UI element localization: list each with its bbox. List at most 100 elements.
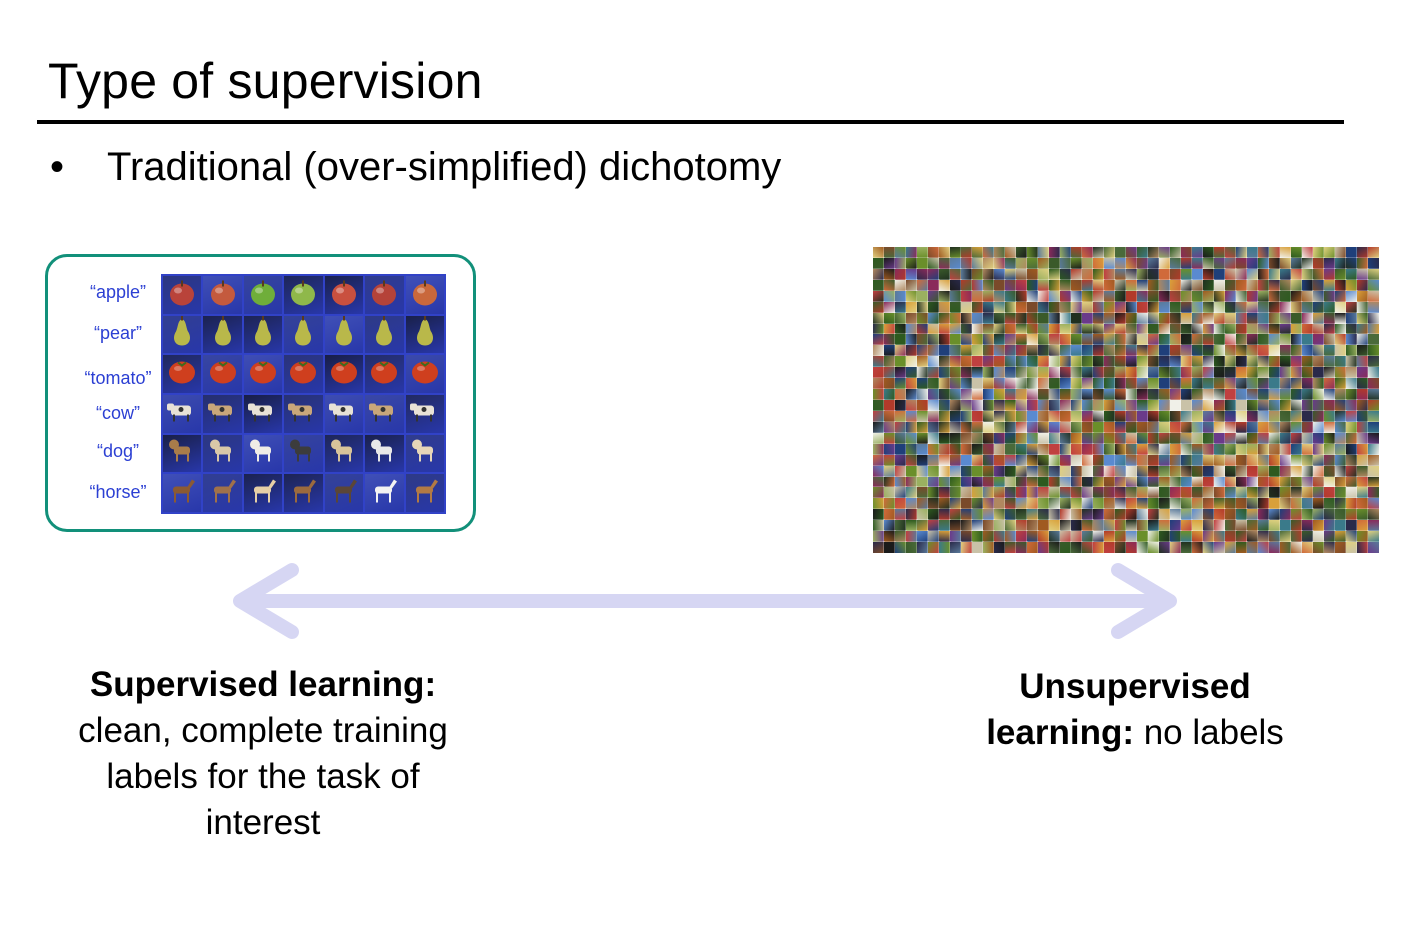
- mosaic-thumbnail: [1345, 311, 1358, 325]
- mosaic-thumbnail: [1213, 409, 1226, 423]
- mosaic-thumbnail: [1367, 399, 1379, 412]
- mosaic-thumbnail: [1147, 409, 1160, 423]
- mosaic-thumbnail: [873, 355, 885, 369]
- mosaic-thumbnail: [1224, 247, 1237, 259]
- mosaic-thumbnail: [1059, 366, 1072, 380]
- mosaic-thumbnail: [1202, 420, 1215, 434]
- mosaic-thumbnail: [1136, 409, 1149, 423]
- mosaic-thumbnail: [1312, 497, 1325, 511]
- mosaic-thumbnail: [927, 530, 940, 544]
- mosaic-thumbnail: [1169, 377, 1182, 391]
- mosaic-thumbnail: [1125, 453, 1138, 467]
- mosaic-thumbnail: [1367, 453, 1379, 467]
- mosaic-thumbnail: [1114, 366, 1127, 380]
- mosaic-thumbnail: [1070, 256, 1083, 270]
- mosaic-thumbnail: [873, 311, 885, 325]
- mosaic-thumbnail: [971, 289, 984, 303]
- mosaic-thumbnail: [883, 388, 896, 401]
- mosaic-thumbnail: [1224, 475, 1237, 489]
- mosaic-thumbnail: [1037, 377, 1050, 391]
- tomato-icon: [369, 358, 399, 391]
- mosaic-thumbnail: [1301, 508, 1314, 522]
- mosaic-thumbnail: [982, 475, 995, 489]
- mosaic-thumbnail: [916, 300, 929, 314]
- mosaic-thumbnail: [1037, 399, 1050, 412]
- mosaic-thumbnail: [1279, 267, 1292, 281]
- mosaic-thumbnail: [1125, 322, 1138, 336]
- mosaic-thumbnail: [905, 289, 918, 303]
- mosaic-thumbnail: [1345, 420, 1358, 434]
- mosaic-thumbnail: [1070, 486, 1083, 500]
- pear-icon: [211, 315, 235, 353]
- mosaic-thumbnail: [1323, 399, 1336, 412]
- mosaic-thumbnail: [1235, 355, 1248, 369]
- mosaic-thumbnail: [1081, 475, 1094, 489]
- mosaic-thumbnail: [1103, 453, 1116, 467]
- mosaic-thumbnail: [873, 267, 885, 281]
- mosaic-thumbnail: [1114, 420, 1127, 434]
- mosaic-thumbnail: [1257, 344, 1270, 358]
- mosaic-thumbnail: [1103, 300, 1116, 314]
- mosaic-thumbnail: [916, 399, 929, 412]
- mosaic-thumbnail: [1290, 464, 1303, 478]
- mosaic-thumbnail: [982, 344, 995, 358]
- mosaic-thumbnail: [1103, 247, 1116, 259]
- mosaic-thumbnail: [1191, 311, 1204, 325]
- mosaic-thumbnail: [1158, 409, 1171, 423]
- mosaic-thumbnail: [1114, 267, 1127, 281]
- mosaic-thumbnail: [1070, 289, 1083, 303]
- mosaic-thumbnail: [1213, 453, 1226, 467]
- mosaic-thumbnail: [1279, 344, 1292, 358]
- mosaic-thumbnail: [1048, 267, 1061, 281]
- bullet-text: Traditional (over-simplified) dichotomy: [107, 145, 782, 189]
- mosaic-thumbnail: [1136, 311, 1149, 325]
- mosaic-thumbnail: [1367, 256, 1379, 270]
- mosaic-thumbnail: [949, 519, 962, 533]
- mosaic-thumbnail: [1191, 333, 1204, 347]
- mosaic-thumbnail: [927, 486, 940, 500]
- mosaic-thumbnail: [905, 497, 918, 511]
- mosaic-thumbnail: [1048, 431, 1061, 445]
- mosaic-thumbnail: [1026, 322, 1039, 336]
- mosaic-thumbnail: [1037, 475, 1050, 489]
- mosaic-thumbnail: [1125, 247, 1138, 259]
- mosaic-thumbnail: [1323, 453, 1336, 467]
- mosaic-thumbnail: [1081, 289, 1094, 303]
- mosaic-thumbnail: [1081, 442, 1094, 456]
- mosaic-thumbnail: [1345, 508, 1358, 522]
- mosaic-thumbnail: [1323, 388, 1336, 401]
- mosaic-thumbnail: [1345, 289, 1358, 303]
- mosaic-thumbnail: [1048, 247, 1061, 259]
- mosaic-thumbnail: [960, 366, 973, 380]
- mosaic-thumbnail: [1015, 519, 1028, 533]
- mosaic-thumbnail: [1081, 530, 1094, 544]
- mosaic-thumbnail: [949, 453, 962, 467]
- mosaic-thumbnail: [883, 322, 896, 336]
- mosaic-thumbnail: [1037, 431, 1050, 445]
- mosaic-thumbnail: [1246, 366, 1259, 380]
- mosaic-thumbnail: [993, 247, 1006, 259]
- mosaic-thumbnail: [1059, 541, 1072, 553]
- mosaic-thumbnail: [1103, 486, 1116, 500]
- mosaic-thumbnail: [1279, 377, 1292, 391]
- supervised-caption-title: Supervised learning:: [89, 665, 437, 704]
- mosaic-thumbnail: [1125, 431, 1138, 445]
- mosaic-thumbnail: [905, 267, 918, 281]
- mosaic-thumbnail: [1367, 475, 1379, 489]
- mosaic-thumbnail: [1081, 278, 1094, 292]
- mosaic-thumbnail: [1158, 247, 1171, 259]
- mosaic-thumbnail: [1235, 431, 1248, 445]
- mosaic-thumbnail: [1125, 464, 1138, 478]
- mosaic-thumbnail: [1257, 399, 1270, 412]
- mosaic-thumbnail: [1092, 256, 1105, 270]
- mosaic-thumbnail: [1070, 300, 1083, 314]
- mosaic-thumbnail: [1136, 442, 1149, 456]
- mosaic-thumbnail: [1048, 453, 1061, 467]
- mosaic-thumbnail: [1235, 399, 1248, 412]
- mosaic-thumbnail: [873, 344, 885, 358]
- mosaic-thumbnail: [883, 333, 896, 347]
- mosaic-thumbnail: [938, 409, 951, 423]
- mosaic-thumbnail: [894, 508, 907, 522]
- mosaic-thumbnail: [894, 377, 907, 391]
- mosaic-thumbnail: [883, 267, 896, 281]
